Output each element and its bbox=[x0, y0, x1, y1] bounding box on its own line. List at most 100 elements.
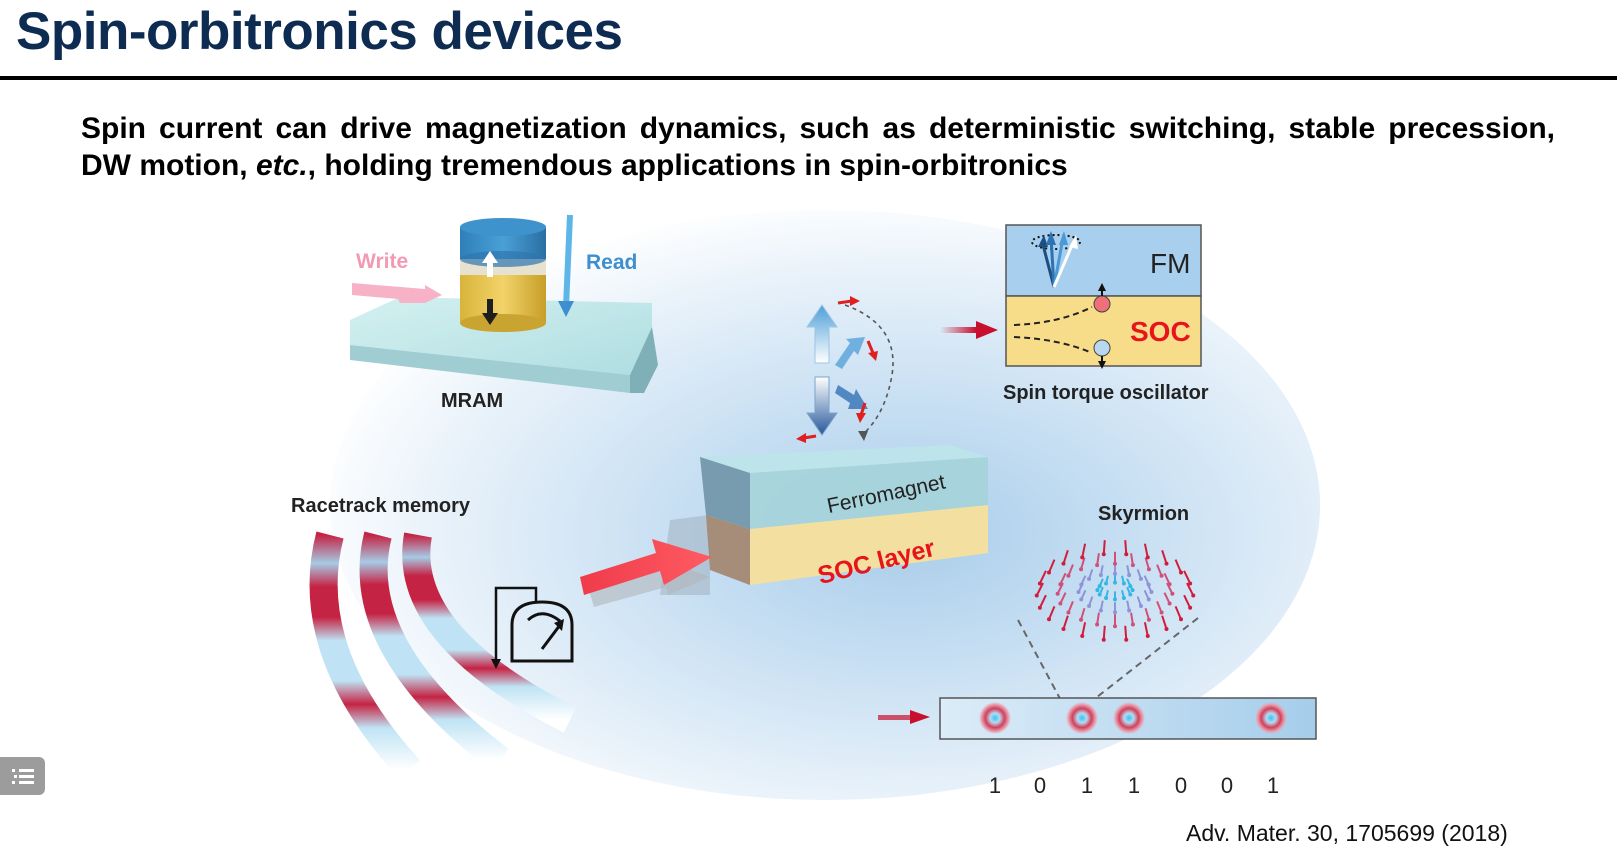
skyrmion-spin-arrowhead bbox=[1113, 624, 1117, 629]
skyrmion-spin-arrow bbox=[1183, 594, 1192, 609]
skyrmion-spin-arrowhead bbox=[1164, 626, 1169, 631]
bit-label: 1 bbox=[1127, 773, 1141, 798]
skyrmion-spin-arrowhead bbox=[1128, 584, 1133, 589]
skyrmion-spin-arrowhead bbox=[1149, 589, 1154, 594]
skyrmion-spin-arrow bbox=[1163, 592, 1171, 604]
mram-slab-side bbox=[630, 327, 658, 393]
precession-cone bbox=[1031, 234, 1081, 250]
skyrmion-spin-arrowhead bbox=[1188, 581, 1193, 586]
skyrmion-spin-arrowhead bbox=[1178, 570, 1183, 575]
bit-label: 0 bbox=[1033, 773, 1047, 798]
slide-subtitle: Spin current can drive magnetization dyn… bbox=[81, 110, 1555, 184]
input-arrow-icon bbox=[976, 321, 998, 339]
skyrmion-spin-arrow bbox=[1186, 582, 1195, 596]
fm-label: FM bbox=[1150, 248, 1191, 279]
skyrmion-spin-arrowhead bbox=[1128, 592, 1133, 597]
mram-illustration bbox=[350, 214, 658, 393]
track-input-arrow-icon bbox=[910, 710, 930, 724]
mram-label: MRAM bbox=[441, 390, 504, 412]
skyrmion-spin-arrowhead bbox=[1079, 582, 1084, 587]
soc-block-side bbox=[706, 515, 750, 585]
skyrmion-spin-arrowhead bbox=[1037, 581, 1042, 586]
write-label: Write bbox=[356, 250, 409, 273]
soc-label: SOC bbox=[1130, 316, 1191, 347]
skyrmion-spin-arrowhead bbox=[1113, 571, 1117, 576]
skyrmion-spin-arrowhead bbox=[1127, 608, 1132, 613]
skyrmion-spin-arrowhead bbox=[1121, 596, 1126, 601]
precession-path bbox=[844, 304, 894, 436]
current-arrow bbox=[580, 539, 712, 595]
skyrmion-spin-arrowhead bbox=[1097, 584, 1102, 589]
bit-label: 1 bbox=[988, 773, 1002, 798]
skyrmion-spin-arrow bbox=[1038, 570, 1047, 584]
skyrmion-spin-arrowhead bbox=[1058, 582, 1063, 587]
list-icon-dot bbox=[14, 775, 17, 778]
spin-up-arrow bbox=[806, 304, 838, 364]
skyrmion-spin-arrow bbox=[1143, 622, 1149, 637]
skyrmion-spin-arrowhead bbox=[1079, 617, 1084, 622]
skyrmion-spin-arrowhead bbox=[1191, 593, 1196, 598]
skyrmion-spin-arrow bbox=[1124, 540, 1128, 555]
title-divider bbox=[0, 76, 1617, 80]
skyrmion-spin-arrowhead bbox=[1037, 605, 1042, 610]
skyrmion-spin-arrowhead bbox=[1066, 573, 1071, 578]
mram-slab-top bbox=[350, 297, 652, 375]
write-arrow bbox=[352, 283, 442, 303]
soc-block-front bbox=[750, 505, 988, 585]
center-stack-illustration bbox=[580, 296, 988, 607]
skyrmion-spin-arrowhead bbox=[1087, 576, 1092, 581]
skyrmion-spin-arrowhead bbox=[1146, 617, 1151, 622]
skyrmion-spin-arrow bbox=[1048, 605, 1056, 620]
skyrmion-spin-arrowhead bbox=[1080, 555, 1085, 560]
bit-label: 1 bbox=[1266, 773, 1280, 798]
skyrmion-spin-arrowhead bbox=[1146, 597, 1151, 602]
gauge-icon bbox=[491, 586, 574, 669]
skyrmion-label: Skyrmion bbox=[1098, 503, 1190, 525]
skyrmion-spin-arrowhead bbox=[1164, 561, 1169, 566]
skyrmion-bit-7 bbox=[1255, 702, 1287, 734]
skyrmion-spin-arrowhead bbox=[1113, 580, 1117, 585]
skyrmion-spin-arrow bbox=[1174, 605, 1182, 620]
skyrmion-spin-arrowhead bbox=[1138, 576, 1143, 581]
spin-tilt-down-arrow bbox=[835, 385, 868, 409]
spin-tilt-up-arrow bbox=[835, 337, 865, 369]
list-icon-line bbox=[19, 781, 34, 784]
bit-label: 0 bbox=[1220, 773, 1234, 798]
slide-title: Spin-orbitronics devices bbox=[16, 2, 623, 61]
racetrack-1 bbox=[309, 531, 421, 780]
skyrmion-spin-arrowhead bbox=[1095, 563, 1100, 568]
racetrack-illustration bbox=[309, 531, 577, 780]
skyrmion-spin-arrowhead bbox=[1034, 593, 1039, 598]
racetrack-2 bbox=[359, 531, 509, 772]
skyrmion-spin-arrow bbox=[1102, 625, 1106, 640]
list-icon-dot bbox=[12, 781, 15, 784]
skyrmion-spin-arrowhead bbox=[1097, 592, 1102, 597]
skyrmion-spin-arrow bbox=[1062, 615, 1069, 630]
skyrmion-spin-arrowhead bbox=[1127, 573, 1132, 578]
subtitle-text-1: Spin current can drive magnetization dyn… bbox=[81, 112, 1555, 182]
skyrmion-spin-arrow bbox=[1161, 550, 1168, 564]
skyrmion-spin-arrowhead bbox=[1178, 617, 1183, 622]
skyrmion-bit-1 bbox=[979, 702, 1011, 734]
skyrmion-bit-3 bbox=[1066, 702, 1098, 734]
skyrmion-spin-arrow bbox=[1059, 572, 1067, 585]
racetrack-label: Racetrack memory bbox=[291, 495, 470, 517]
skyrmion-spin-arrow bbox=[1161, 615, 1168, 630]
skyrmion-spin-arrow bbox=[1048, 559, 1056, 573]
skyrmion-spin-arrow bbox=[1059, 592, 1067, 604]
list-icon-dot bbox=[12, 769, 15, 772]
skyrmion-spin-arrowhead bbox=[1047, 617, 1052, 622]
skyrmion-spin-arrow bbox=[1062, 550, 1069, 564]
subtitle-italic: etc. bbox=[255, 149, 308, 182]
skyrmion-spin-arrowhead bbox=[1095, 588, 1100, 593]
spin-down-ball bbox=[1093, 339, 1111, 357]
read-arrow bbox=[563, 214, 573, 308]
skyrmion-spin-arrowhead bbox=[1145, 555, 1150, 560]
skyrmion-spin-arrowhead bbox=[1121, 581, 1126, 586]
skyrmion-spin-arrowhead bbox=[1170, 591, 1175, 596]
skyrmion-spin-arrowhead bbox=[1095, 622, 1100, 627]
bit-label: 1 bbox=[1080, 773, 1094, 798]
slide-menu-button[interactable] bbox=[0, 757, 45, 795]
skyrmion-track-illustration bbox=[878, 617, 1317, 740]
skyrmion-spin-arrow bbox=[1124, 625, 1128, 640]
